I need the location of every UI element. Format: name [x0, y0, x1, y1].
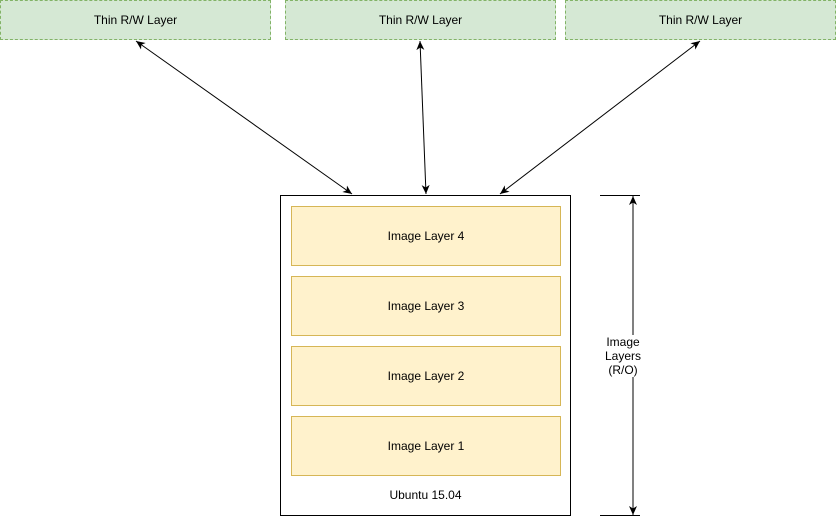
arrow-rw3-to-image [499, 40, 701, 195]
thin-rw-layer-2: Thin R/W Layer [285, 0, 556, 40]
image-layer-4: Image Layer 4 [291, 206, 561, 266]
annotation-line-1: Image [606, 335, 640, 349]
base-image-label: Ubuntu 15.04 [389, 488, 462, 502]
image-layer-1-label: Image Layer 1 [387, 439, 465, 453]
image-layer-1: Image Layer 1 [291, 416, 561, 476]
thin-rw-layer-3-label: Thin R/W Layer [658, 13, 743, 27]
arrow-rw1-to-image [135, 40, 353, 195]
image-layers-annotation: Image Layers (R/O) [598, 335, 648, 377]
image-layer-2: Image Layer 2 [291, 346, 561, 406]
thin-rw-layer-1-label: Thin R/W Layer [93, 13, 178, 27]
image-layer-2-label: Image Layer 2 [387, 369, 465, 383]
image-container: Image Layer 4 Image Layer 3 Image Layer … [280, 195, 571, 516]
image-layer-3: Image Layer 3 [291, 276, 561, 336]
arrow-rw2-to-image [416, 40, 430, 195]
annotation-line-2: Layers [604, 349, 642, 363]
annotation-line-3: (R/O) [608, 363, 638, 377]
image-layer-4-label: Image Layer 4 [387, 229, 465, 243]
thin-rw-layer-1: Thin R/W Layer [0, 0, 271, 40]
thin-rw-layer-2-label: Thin R/W Layer [378, 13, 463, 27]
image-layer-3-label: Image Layer 3 [387, 299, 465, 313]
thin-rw-layer-3: Thin R/W Layer [565, 0, 836, 40]
